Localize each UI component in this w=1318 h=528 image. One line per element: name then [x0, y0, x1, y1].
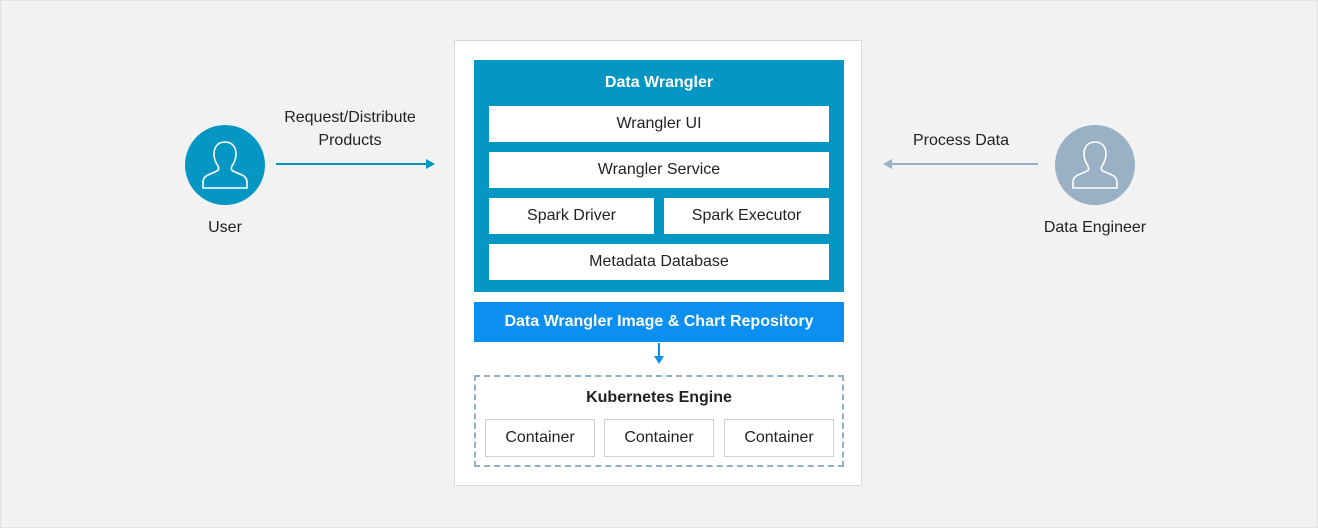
container-box: Container	[485, 419, 595, 457]
process-flow-label: Process Data	[912, 132, 1010, 149]
user-actor	[185, 125, 265, 205]
deploy-arrow	[654, 343, 664, 364]
user-avatar	[185, 125, 265, 205]
spark-driver-box: Spark Driver	[489, 198, 654, 234]
request-flow-line1: Request/Distribute	[284, 109, 416, 126]
data-wrangler-box: Data Wrangler Wrangler UI Wrangler Servi…	[474, 60, 844, 292]
user-icon	[1072, 141, 1118, 189]
engineer-actor	[1055, 125, 1135, 205]
container-box: Container	[724, 419, 834, 457]
engineer-avatar	[1055, 125, 1135, 205]
request-flow-label: Request/Distribute Products	[270, 106, 430, 152]
data-wrangler-title: Data Wrangler	[604, 74, 714, 91]
image-chart-repository-box: Data Wrangler Image & Chart Repository	[474, 302, 844, 342]
spark-executor-box: Spark Executor	[664, 198, 829, 234]
user-label: User	[208, 219, 242, 236]
process-arrow	[883, 159, 1038, 169]
user-icon	[202, 141, 248, 189]
engineer-label: Data Engineer	[1043, 219, 1147, 236]
request-flow-line2: Products	[318, 132, 382, 149]
wrangler-service-box: Wrangler Service	[489, 152, 829, 188]
kubernetes-engine-box: Kubernetes Engine Container Container Co…	[474, 375, 844, 467]
metadata-database-box: Metadata Database	[489, 244, 829, 280]
kubernetes-engine-title: Kubernetes Engine	[586, 389, 732, 406]
container-box: Container	[604, 419, 714, 457]
request-arrow	[276, 159, 435, 169]
wrangler-ui-box: Wrangler UI	[489, 106, 829, 142]
